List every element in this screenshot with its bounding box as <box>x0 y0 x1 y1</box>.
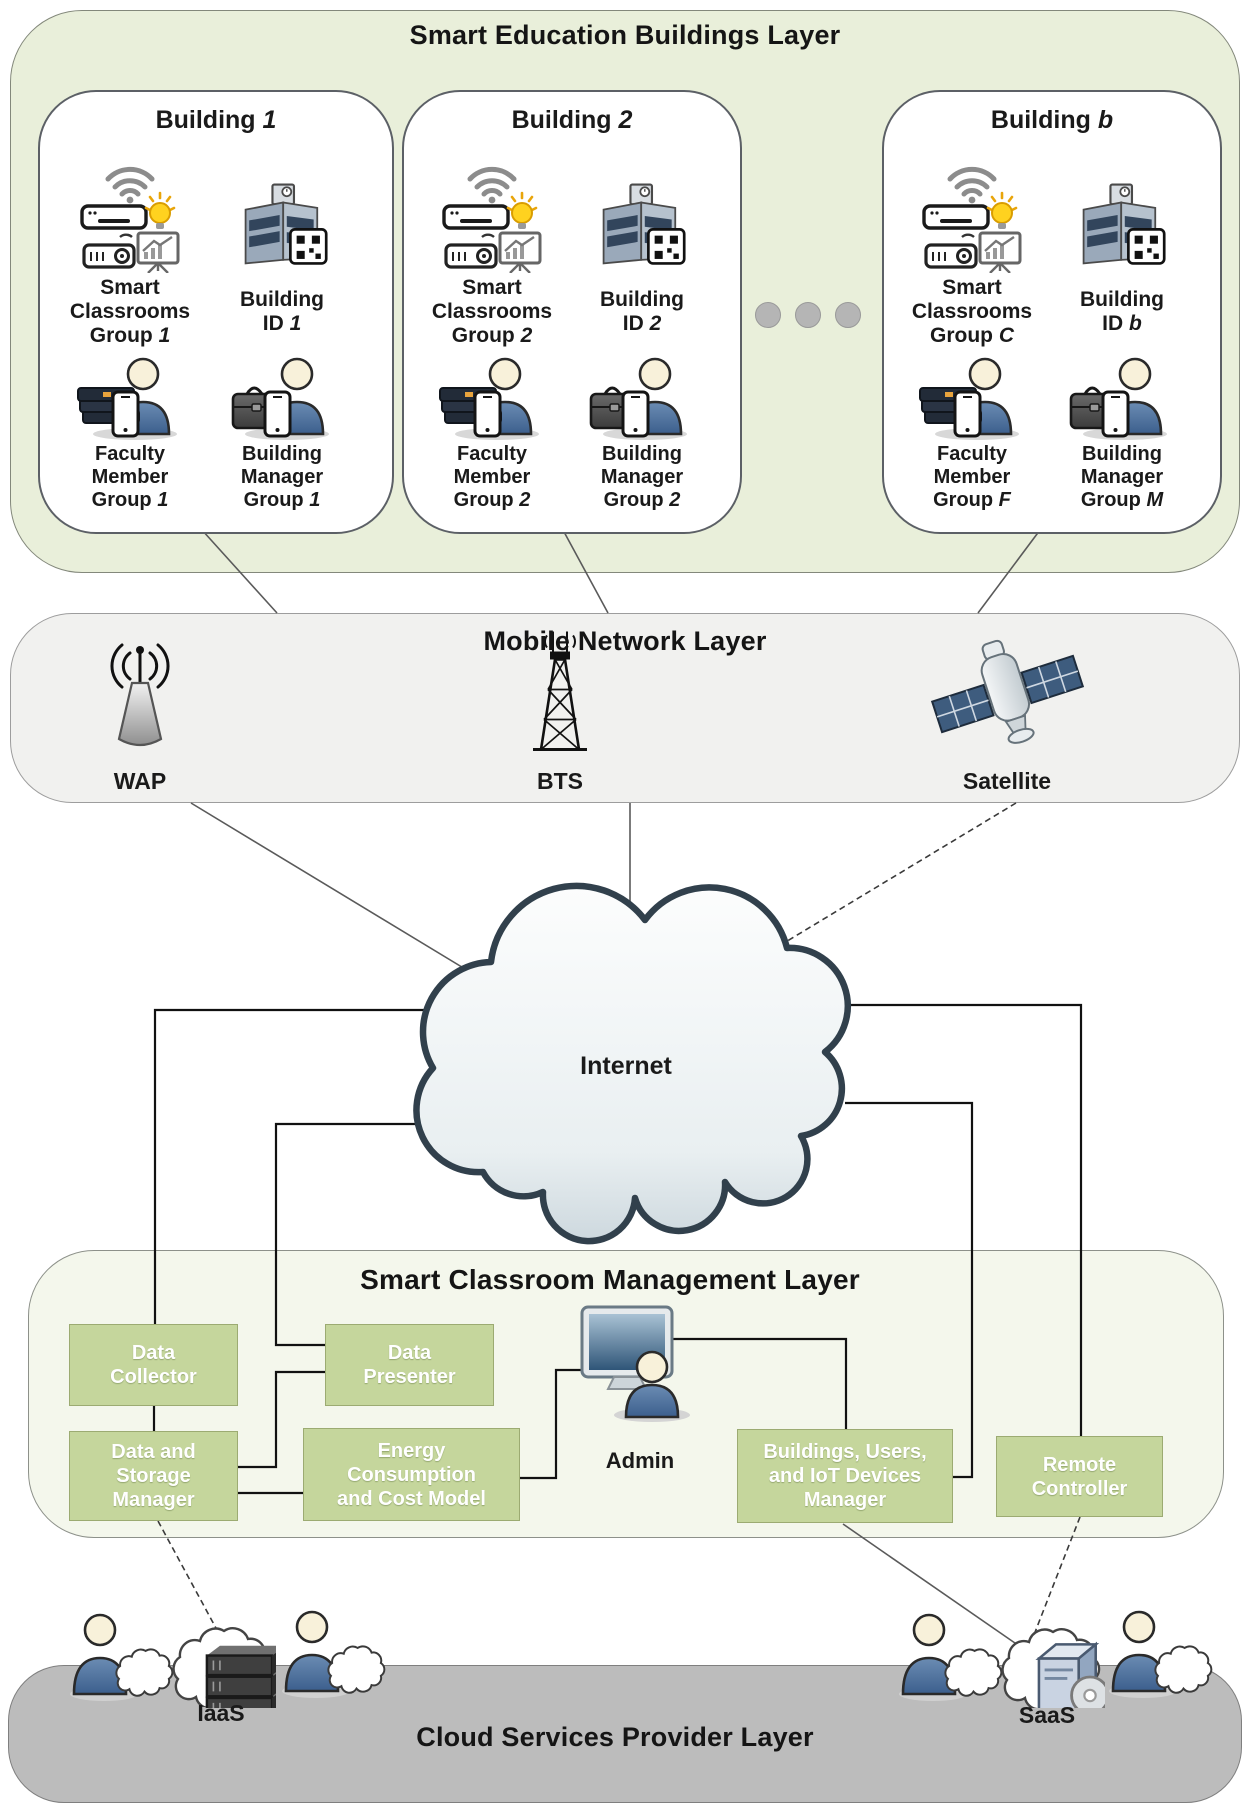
iot-devices-manager-box: Buildings, Users, and IoT Devices Manage… <box>737 1429 953 1523</box>
bts-label: BTS <box>537 768 583 794</box>
building-2-title: Building 2 <box>511 106 633 134</box>
building-card-b: Building b Smart Classrooms Group C Buil… <box>882 90 1222 534</box>
building-1-title: Building 1 <box>155 106 277 134</box>
wap-label: WAP <box>113 768 167 794</box>
smart-classroom-icon <box>80 152 180 274</box>
building-id-label: Building ID 1 <box>240 288 324 335</box>
mobile-layer-title: Mobile Network Layer <box>483 626 767 656</box>
faculty-member-icon <box>438 354 544 440</box>
iaas-cloud-icon <box>166 1618 276 1708</box>
smart-classrooms-group-label: Smart Classrooms Group 2 <box>431 276 553 347</box>
building-manager-icon <box>586 354 692 440</box>
cloud-user-icon <box>1103 1607 1215 1699</box>
building-manager-group-label: Building Manager Group M <box>1080 443 1164 511</box>
ellipsis-icon <box>755 302 861 328</box>
building-manager-icon <box>228 354 334 440</box>
admin-label: Admin <box>605 1448 675 1473</box>
data-collector-box: Data Collector <box>69 1324 238 1406</box>
smart-classrooms-group-label: Smart Classrooms Group 1 <box>69 276 191 347</box>
building-manager-group-label: Building Manager Group 1 <box>240 443 324 511</box>
smart-classroom-icon <box>442 152 542 274</box>
building-id-label: Building ID 2 <box>600 288 684 335</box>
building-manager-icon <box>1066 354 1172 440</box>
faculty-member-group-label: Faculty Member Group F <box>933 443 1011 511</box>
management-layer-title: Smart Classroom Management Layer <box>360 1264 860 1295</box>
saas-label: SaaS <box>1018 1702 1076 1728</box>
cloud-user-icon <box>276 1607 388 1699</box>
building-id-icon <box>600 182 686 266</box>
remote-controller-box: Remote Controller <box>996 1436 1163 1517</box>
faculty-member-group-label: Faculty Member Group 2 <box>453 443 531 511</box>
iaas-label: IaaS <box>197 1700 245 1726</box>
mobile-network-layer <box>10 613 1240 803</box>
data-storage-manager-box: Data and Storage Manager <box>69 1431 238 1521</box>
building-b-title: Building b <box>990 106 1114 134</box>
saas-cloud-icon <box>995 1620 1105 1708</box>
cloud-user-icon <box>893 1610 1005 1702</box>
satellite-icon <box>925 634 1090 764</box>
cloud-user-icon <box>64 1610 176 1702</box>
faculty-member-icon <box>76 354 182 440</box>
smart-classrooms-group-label: Smart Classrooms Group C <box>911 276 1033 347</box>
education-layer-title: Smart Education Buildings Layer <box>409 20 841 50</box>
internet-label: Internet <box>580 1052 672 1080</box>
internet-cloud-icon <box>395 840 855 1260</box>
building-card-1: Building 1 Smart Classrooms Group 1 Buil… <box>38 90 394 534</box>
building-card-2: Building 2 Smart Classrooms Group 2 Buil… <box>402 90 742 534</box>
building-manager-group-label: Building Manager Group 2 <box>600 443 684 511</box>
admin-icon <box>580 1303 692 1425</box>
smart-classroom-icon <box>922 152 1022 274</box>
building-id-label: Building ID b <box>1080 288 1164 335</box>
building-id-icon <box>1080 182 1166 266</box>
data-presenter-box: Data Presenter <box>325 1324 494 1406</box>
faculty-member-icon <box>918 354 1024 440</box>
wap-antenna-icon <box>95 638 185 760</box>
energy-cost-model-box: Energy Consumption and Cost Model <box>303 1428 520 1521</box>
building-id-icon <box>242 182 328 266</box>
cloud-layer-title: Cloud Services Provider Layer <box>416 1722 814 1752</box>
satellite-label: Satellite <box>962 768 1052 794</box>
faculty-member-group-label: Faculty Member Group 1 <box>91 443 169 511</box>
